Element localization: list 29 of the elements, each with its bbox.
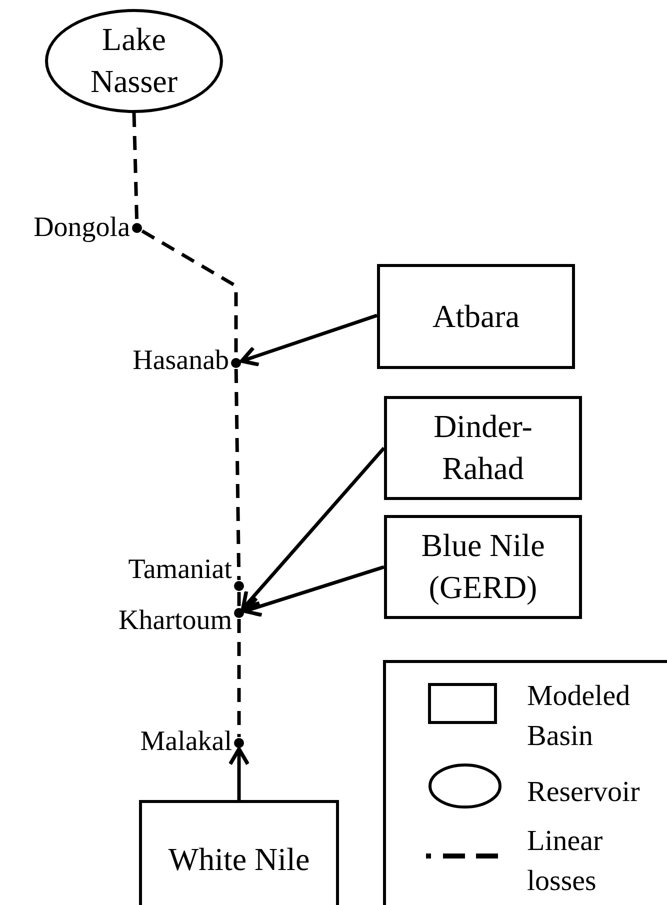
arrow bbox=[241, 446, 386, 610]
dashed-line bbox=[237, 619, 241, 737]
dashed-line bbox=[234, 368, 241, 580]
basin-box bbox=[377, 264, 575, 369]
place-label: Dongola bbox=[34, 214, 130, 242]
junction-dot bbox=[234, 608, 244, 618]
node-label: White Nile bbox=[168, 840, 310, 880]
arrow bbox=[228, 747, 250, 800]
place-label: Khartoum bbox=[118, 607, 232, 635]
arrow bbox=[242, 565, 385, 617]
junction-dot bbox=[234, 738, 244, 748]
junction-dot bbox=[231, 358, 241, 368]
place-label: Tamaniat bbox=[128, 556, 232, 584]
node-label: Lake Nasser bbox=[89, 20, 179, 101]
basin-box bbox=[384, 515, 582, 619]
node-label: Dinder-Rahad bbox=[432, 407, 534, 488]
junction-dot bbox=[132, 223, 142, 233]
basin-box bbox=[139, 800, 339, 905]
node-label: Atbara bbox=[432, 296, 520, 336]
node-label: Blue Nile (GERD) bbox=[420, 526, 546, 607]
legend-label: Modeled Basin bbox=[527, 679, 632, 754]
basin-box bbox=[384, 396, 582, 500]
place-label: Malakal bbox=[140, 728, 232, 756]
legend-label: Linear losses bbox=[527, 824, 604, 899]
junction-dot bbox=[234, 581, 244, 591]
legend-label: Reservoir bbox=[527, 775, 641, 810]
dashed-line bbox=[237, 592, 241, 607]
place-label: Hasanab bbox=[132, 347, 229, 375]
arrow bbox=[240, 314, 378, 366]
